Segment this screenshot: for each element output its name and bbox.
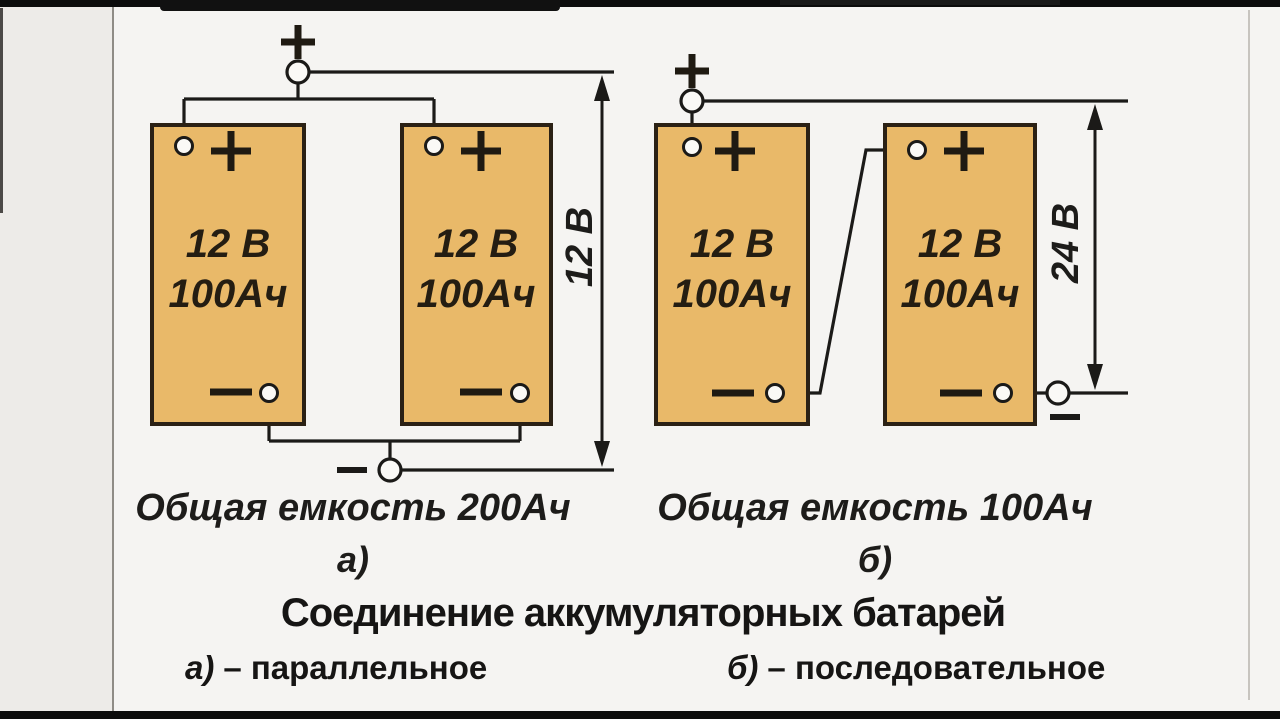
battery-b1-voltage-label: 12 В — [690, 222, 775, 266]
battery-b2-voltage-label: 12 В — [918, 222, 1003, 266]
battery-a2-body — [400, 123, 553, 426]
footer: Соединение аккумуляторных батарей а)– па… — [185, 591, 1105, 686]
battery-a2-minus-terminal — [510, 383, 530, 403]
negative-node-b — [1045, 380, 1071, 406]
legend-item-a-tag: а) — [185, 649, 214, 686]
legend-item-b: б)– последовательное — [727, 649, 1105, 686]
battery-a1-body — [150, 123, 306, 426]
page-title: Соединение аккумуляторных батарей — [281, 591, 1005, 635]
legend-item-b-tag: б) — [727, 649, 758, 686]
dimension-arrow-down-b — [1087, 364, 1103, 390]
legend-item-a: а)– параллельное — [185, 649, 487, 686]
battery-a2-voltage-label: 12 В — [434, 222, 519, 266]
dimension-arrow-down-a — [594, 441, 610, 467]
legend-item-b-text: – последовательное — [767, 649, 1105, 686]
battery-b1-minus-terminal — [765, 383, 785, 403]
battery-b1-plus-terminal — [682, 137, 702, 157]
battery-a1-voltage-label: 12 В — [186, 222, 271, 266]
wire-positive-branches-a — [182, 83, 436, 139]
dimension-arrow-up-b — [1087, 104, 1103, 130]
plus-bus-icon-a — [281, 25, 315, 59]
scan-bar-bottom — [0, 711, 1280, 719]
battery-b2-minus-terminal — [993, 383, 1013, 403]
battery-a1-minus-terminal — [259, 383, 279, 403]
battery-a1-plus-icon — [211, 131, 251, 171]
legend-item-a-text: – параллельное — [223, 649, 487, 686]
plus-bus-icon-b — [675, 54, 709, 88]
battery-a2-capacity-label: 100Ач — [417, 272, 536, 316]
battery-a1-plus-terminal — [174, 136, 194, 156]
positive-node-b — [679, 88, 705, 114]
scan-bar-top-patch — [780, 0, 1060, 5]
battery-b2-body — [883, 123, 1037, 426]
scan-edge-left — [0, 8, 3, 213]
battery-b1-capacity-label: 100Ач — [673, 272, 792, 316]
scan-bar-top-patch — [160, 0, 560, 11]
scan-margin-left — [0, 7, 114, 711]
battery-a2-plus-terminal — [424, 136, 444, 156]
negative-node-a — [377, 457, 403, 483]
battery-b1-body — [654, 123, 810, 426]
diagram-parallel: 12 В 100Ач 12 В 100Ач 12 В Общая емкость… — [135, 25, 614, 580]
battery-a2-plus-icon — [461, 131, 501, 171]
dimension-arrow-up-a — [594, 75, 610, 101]
diagram-series: 12 В 100Ач 12 В 100Ач 24 В Общая емкость… — [654, 54, 1128, 580]
dimension-label-b: 24 В — [1045, 203, 1087, 284]
tag-b: б) — [858, 539, 892, 580]
caption-b: Общая емкость 100Ач — [657, 487, 1092, 529]
positive-node-a — [285, 59, 311, 85]
dimension-label-a: 12 В — [559, 207, 601, 287]
scan-bar-top — [0, 0, 1280, 7]
battery-b2-capacity-label: 100Ач — [901, 272, 1020, 316]
caption-a: Общая емкость 200Ач — [135, 487, 570, 529]
battery-a1-capacity-label: 100Ач — [169, 272, 288, 316]
scan-edge-right — [1248, 10, 1250, 700]
battery-b1-plus-icon — [715, 131, 755, 171]
battery-b2-plus-terminal — [907, 140, 927, 160]
battery-b2-plus-icon — [944, 131, 984, 171]
tag-a: а) — [337, 539, 369, 580]
